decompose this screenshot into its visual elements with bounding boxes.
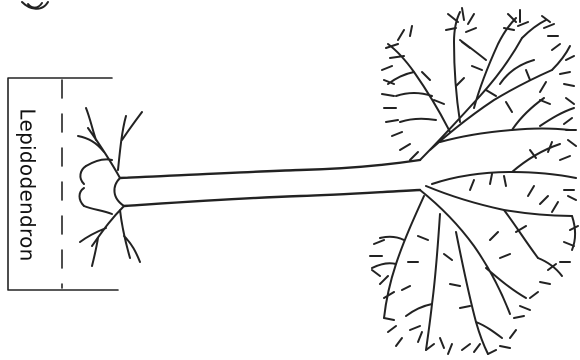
caption-label: Lepidodendron [16,108,40,261]
caption-label-box: Lepidodendron [8,80,48,290]
root-base [78,108,142,266]
crown-lower [370,142,578,354]
trunk-outline [120,160,420,178]
crown-upper [382,8,576,160]
